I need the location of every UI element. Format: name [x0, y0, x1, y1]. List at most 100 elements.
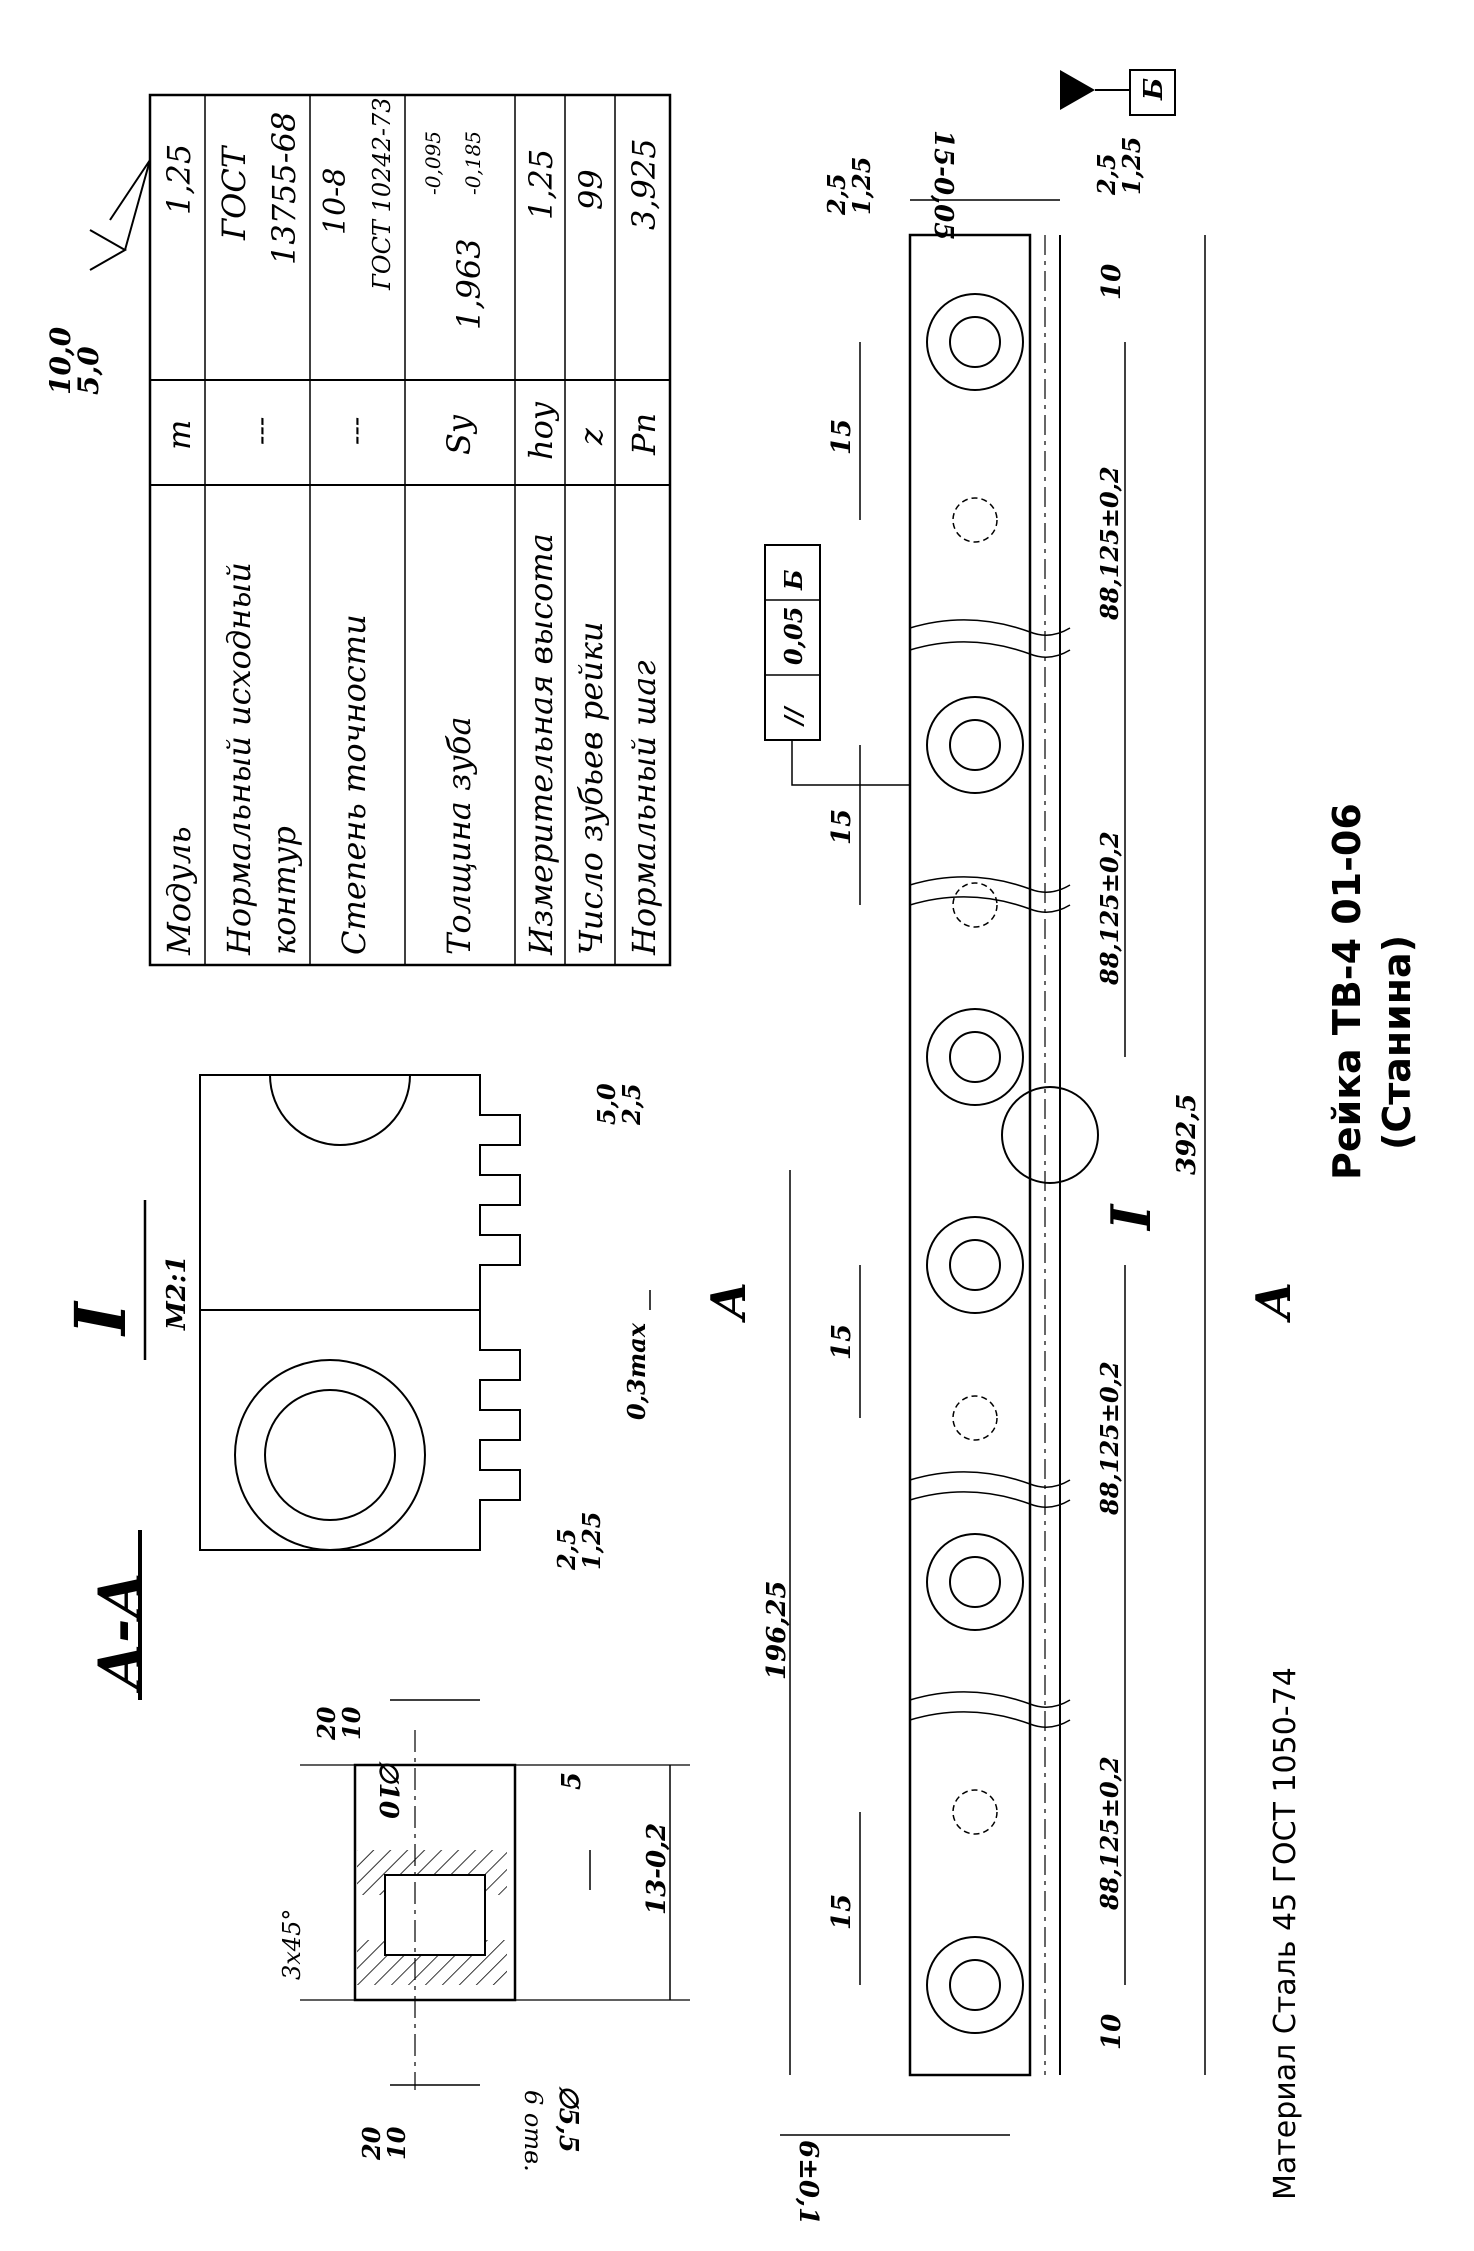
- section-aa-hole-count: 6 отв.: [519, 2090, 547, 2172]
- detail-i-rough-teeth-a: 2,5: [552, 1528, 581, 1571]
- parallelism-datum: Б: [779, 569, 808, 591]
- counterbore-hole-1: [926, 293, 1024, 391]
- detail-i-outline-left: [199, 1309, 521, 1551]
- counterbore-hole-2: [926, 696, 1024, 794]
- main-rough-b-1: 1,25: [847, 157, 876, 215]
- section-aa-height: 13-0,2: [642, 1823, 672, 1915]
- table-row-3-value2: ГОСТ 10242-73: [368, 97, 396, 291]
- rack-body: [908, 233, 1032, 2077]
- edge-offset-label: 6±0,1: [793, 2140, 823, 2225]
- drawing-title-line2: (Станина): [1375, 935, 1419, 1150]
- half-length-label: 196,25: [762, 1580, 792, 1680]
- main-rough-a-2: 2,5: [1092, 153, 1121, 196]
- table-row-6-param: Число зубьев рейки: [572, 621, 610, 955]
- parameter-table: 10,0 5,0 Модуль m 1,25 Нормальный исходн…: [44, 93, 672, 967]
- pitch-label-3: 88,125±0,2: [1095, 1361, 1124, 1516]
- break-mark-4: [909, 896, 1071, 913]
- detail-i-view: I М2:1 0,3max 5,0 2,5 2,5 1,25: [59, 1074, 651, 1571]
- table-row-4-symbol: Sy: [440, 414, 478, 455]
- break-mark-2: [909, 641, 1071, 658]
- table-row-6-value: 99: [572, 169, 610, 210]
- table-roughness-symbol: [89, 159, 151, 271]
- table-row-2-param2: контур: [265, 826, 303, 955]
- datum-triangle: [1060, 70, 1095, 110]
- main-rough-a-1: 2,5: [822, 173, 851, 216]
- drawing-title-line1: Рейка ТВ-4 01-06: [1325, 803, 1369, 1180]
- table-row-5-symbol: hoy: [522, 401, 560, 460]
- detail-i-outline-right: [199, 1074, 521, 1311]
- offset-label-4: 15: [827, 1894, 857, 1930]
- section-aa-rough-bot-a: 20: [357, 2126, 386, 2161]
- offset-label-1: 15: [827, 419, 857, 455]
- pitch-label-4: 88,125±0,2: [1095, 1756, 1124, 1911]
- parallelism-leader: [791, 740, 910, 786]
- table-row-6-symbol: z: [572, 427, 610, 446]
- main-section-mark-top: А: [701, 1281, 757, 1323]
- section-aa-depth: 5: [557, 1772, 587, 1790]
- counterbore-hole-6: [926, 1936, 1024, 2034]
- table-row-2-value2: 13755-68: [265, 112, 303, 265]
- pitch-label-2: 88,125±0,2: [1095, 831, 1124, 986]
- table-rough-general-b: 5,0: [72, 346, 105, 395]
- table-row-3-symbol: ---: [339, 417, 372, 445]
- break-mark-3: [909, 876, 1071, 893]
- detail-i-scale: М2:1: [162, 1255, 192, 1331]
- table-row-2-param: Нормальный исходный: [220, 562, 258, 956]
- table-row-7-symbol: Pn: [625, 413, 663, 456]
- table-row-4-tol-lower: -0,185: [461, 131, 485, 195]
- detail-i-gap: 0,3max: [622, 1322, 651, 1420]
- table-row-5-param: Измерительная высота: [522, 533, 560, 956]
- section-aa-rough-top-a: 20: [312, 1706, 341, 1741]
- table-row-1-param: Модуль: [160, 826, 198, 956]
- main-rack-view: I А А 392,5 196,25 88,125±0,2 88,125±0,2…: [701, 69, 1302, 2225]
- table-row-3-param: Степень точности: [335, 614, 373, 955]
- table-row-4-value: 1,963: [450, 238, 488, 330]
- section-aa-bore: [384, 1874, 486, 1956]
- parallelism-symbol: //: [779, 705, 808, 727]
- table-row-3-value: 10-8: [318, 168, 353, 235]
- table-row-4-param: Толщина зуба: [440, 716, 478, 955]
- datum-label: Б: [1139, 78, 1169, 101]
- table-frame: [148, 93, 672, 967]
- break-mark-8: [909, 1711, 1071, 1728]
- pin-hole-4: [952, 1789, 998, 1835]
- table-row-7-value: 3,925: [625, 138, 663, 230]
- pitch-label-1: 88,125±0,2: [1095, 466, 1124, 621]
- section-aa-hole-dia: ∅5,5: [553, 2085, 583, 2153]
- detail-i-callout-circle: [1001, 1086, 1099, 1184]
- section-aa-rough-bot-b: 10: [382, 2126, 411, 2160]
- main-detail-mark: I: [1099, 1203, 1163, 1232]
- table-row-4-tol-upper: -0,095: [421, 131, 445, 195]
- table-row-2-symbol: ---: [244, 417, 277, 445]
- detail-i-rough-teeth-b: 1,25: [577, 1512, 606, 1570]
- counterbore-hole-4: [926, 1216, 1024, 1314]
- pin-hole-2: [952, 882, 998, 928]
- datum-box: [1129, 69, 1176, 116]
- end-label-top: 10: [1097, 264, 1127, 300]
- table-row-2-value: ГОСТ: [215, 144, 253, 241]
- detail-i-rough-right-b: 2,5: [617, 1083, 646, 1126]
- counterbore-hole-3: [926, 1008, 1024, 1106]
- offset-label-2: 15: [827, 809, 857, 845]
- table-row-5-value: 1,25: [522, 149, 560, 220]
- height-dim-label: 15-0,05: [928, 130, 958, 240]
- detail-i-partial-hole: [269, 1074, 411, 1146]
- detail-i-label: I: [59, 1300, 142, 1337]
- section-aa-bore-dia: ∅10: [373, 1760, 403, 1819]
- main-rough-b-2: 1,25: [1117, 137, 1146, 195]
- table-row-7-param: Нормальный шаг: [625, 660, 663, 956]
- detail-i-rough-right-a: 5,0: [592, 1083, 621, 1125]
- table-row-1-value: 1,25: [160, 144, 198, 215]
- section-aa-label: А-А: [86, 1571, 154, 1694]
- offset-label-3: 15: [827, 1324, 857, 1360]
- break-mark-7: [909, 1691, 1071, 1708]
- pin-hole-3: [952, 1395, 998, 1441]
- counterbore-hole-5: [926, 1533, 1024, 1631]
- material-note: Материал Сталь 45 ГОСТ 1050-74: [1268, 1667, 1303, 2200]
- total-length-label: 392,5: [1172, 1094, 1202, 1175]
- break-mark-5: [909, 1471, 1071, 1488]
- break-mark-1: [909, 619, 1071, 636]
- section-aa-view: А-А 13-0,2 5 ∅10 20 10 3х45° ∅5,5 6 отв.…: [86, 1530, 690, 2172]
- section-aa-chamfer: 3х45°: [278, 1909, 306, 1980]
